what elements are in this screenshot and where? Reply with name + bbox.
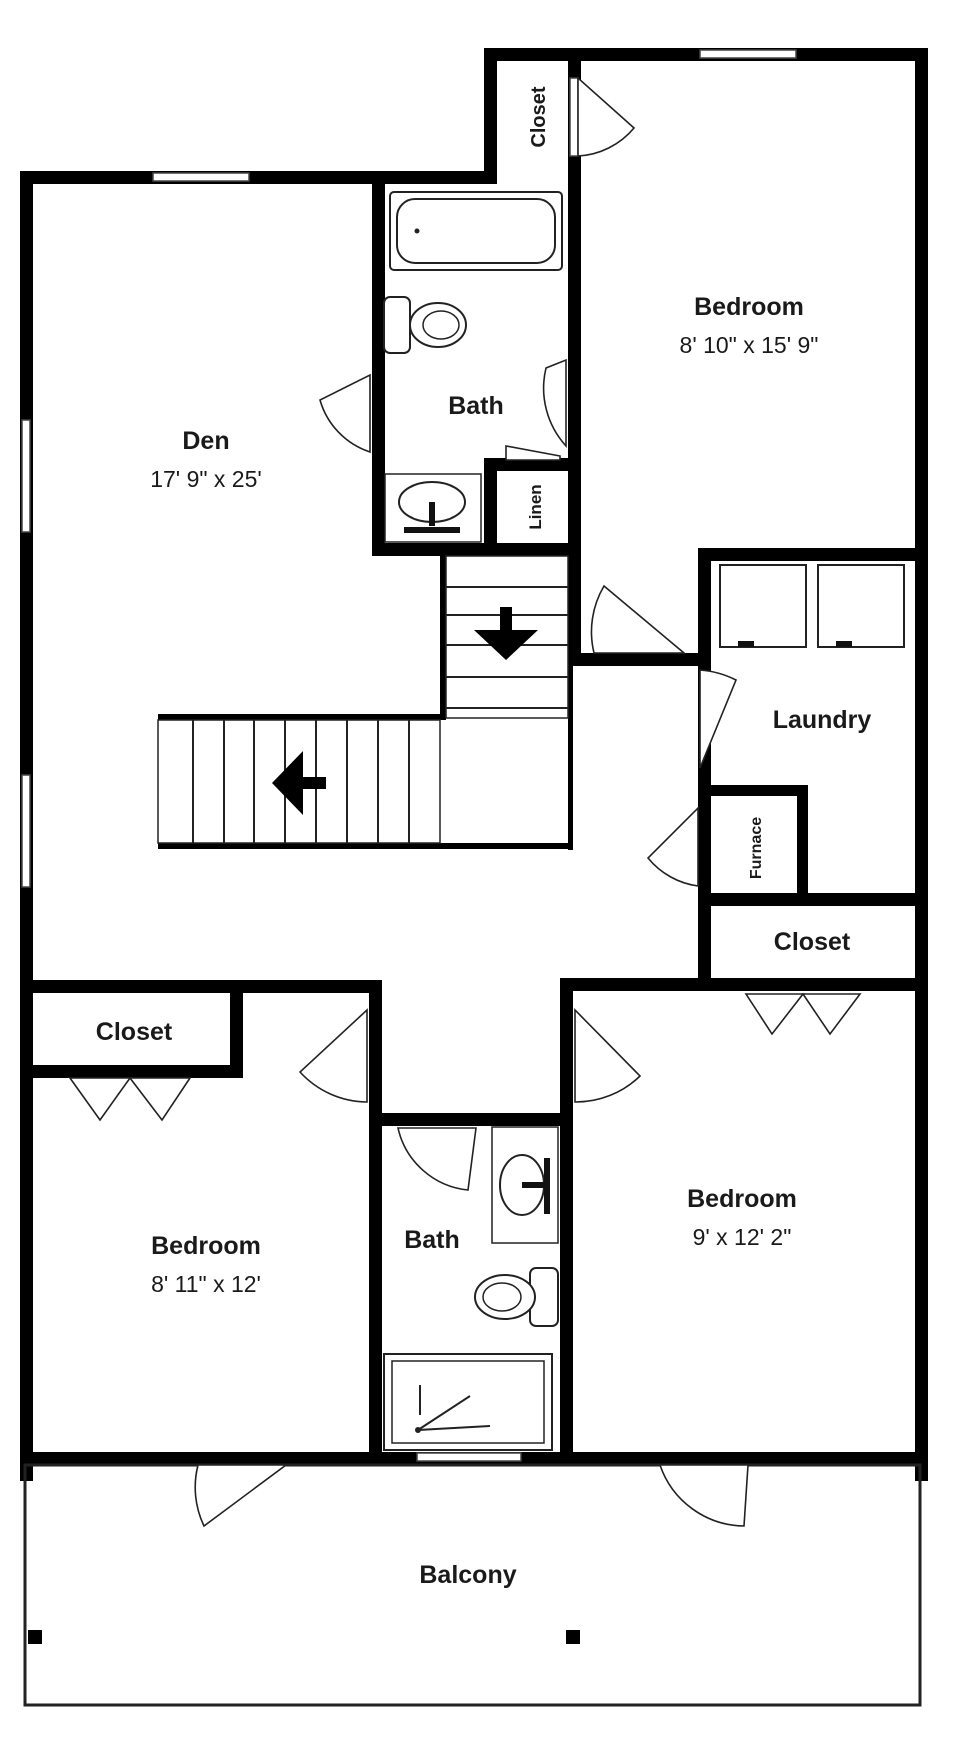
shower-icon [383,1353,553,1451]
door-bath-upper[interactable] [319,373,371,454]
wall-stair-top [158,714,446,720]
window-bedroom-north [699,49,797,59]
balcony [23,1463,922,1707]
balcony-post-west [28,1630,42,1644]
door-balcony-west[interactable] [194,1464,289,1528]
wall-bath-lower-north [369,1113,573,1126]
doors [68,76,862,1528]
wall-linen-north [484,458,574,471]
closet-east-name: Closet [774,928,851,956]
window-bath-lower [416,1452,522,1462]
wall-closet-east-south [563,978,926,991]
door-closet-east-right[interactable] [801,993,862,1036]
wall-closet-west-east [230,993,243,1078]
staircase-lower [157,719,441,844]
staircase-upper [445,555,569,719]
door-closet-west-left[interactable] [68,1077,132,1122]
stair-left-arrow-icon [272,751,326,815]
wall-east [915,48,928,1481]
wall-closet-west-south [33,1065,243,1078]
door-furnace[interactable] [646,806,699,887]
den-dims: 17' 9" x 25' [150,466,262,492]
wall-linen-west [484,458,497,556]
wall-laundry-west [698,548,711,988]
balcony-name: Balcony [419,1561,516,1589]
furnace-name: Furnace [748,817,765,879]
wall-furnace-east [797,785,808,899]
door-balcony-east[interactable] [658,1464,749,1527]
wall-stair-upper [440,556,446,718]
door-bedroom-ne[interactable] [590,584,687,654]
window-den-north [152,172,250,182]
wall-closet-west [484,48,497,184]
closet-top-name: Closet [528,86,550,147]
door-bedroom-sw[interactable] [298,1008,368,1103]
door-closet-top[interactable] [577,76,636,157]
sink-icon-upper [384,473,482,543]
wall-hall-north [568,653,698,666]
bedroom-ne-dims: 8' 10" x 15' 9" [680,332,819,358]
bedroom-sw-dims: 8' 11" x 12' [151,1271,261,1297]
wall-bath-lower-east [560,978,573,1465]
wall-north-bath [384,171,484,184]
bedroom-sw-name: Bedroom [151,1232,261,1260]
door-closet-east-left[interactable] [744,993,805,1036]
wall-stair-bottom [158,843,573,849]
wall-stair-east [568,660,573,850]
wall-laundry-north [698,548,926,561]
toilet-icon-lower [474,1267,559,1327]
linen-name: Linen [526,484,545,529]
wall-bath-west [372,171,385,556]
balcony-post-mid [566,1630,580,1644]
balcony-outline [23,1463,922,1707]
washer-dryer-icon [719,564,905,648]
door-laundry[interactable] [699,669,738,769]
closet-west-name: Closet [96,1018,173,1046]
bedroom-se-name: Bedroom [687,1185,797,1213]
wall-bath-south [372,543,572,556]
windows [21,49,797,1462]
door-bedroom-se[interactable] [574,1008,642,1103]
sink-icon-lower [491,1126,559,1244]
wall-closet-east-north [698,893,926,906]
toilet-icon-upper [383,296,467,354]
wall-bath-east [568,48,581,660]
wall-furnace-north [698,785,808,796]
door-linen[interactable] [505,445,561,461]
door-bath-lower[interactable] [396,1127,477,1191]
door-closet-west-right[interactable] [128,1077,192,1122]
bath-lower-name: Bath [404,1226,460,1254]
door-bath-bedroom[interactable] [542,358,567,449]
window-den-west-lower [21,774,31,888]
wall-bath-lower-west [369,980,382,1465]
laundry-name: Laundry [773,706,872,734]
bedroom-ne-name: Bedroom [694,293,804,321]
window-den-west-upper [21,419,31,533]
bedroom-se-dims: 9' x 12' 2" [693,1224,792,1250]
room-labels: Den 17' 9" x 25' Bedroom 8' 10" x 15' 9"… [96,86,872,1589]
wall-lower-north [20,980,382,993]
stair-down-arrow-icon [474,607,538,660]
den-name: Den [182,427,229,455]
bath-upper-name: Bath [448,392,504,420]
bathtub-icon [389,191,563,271]
